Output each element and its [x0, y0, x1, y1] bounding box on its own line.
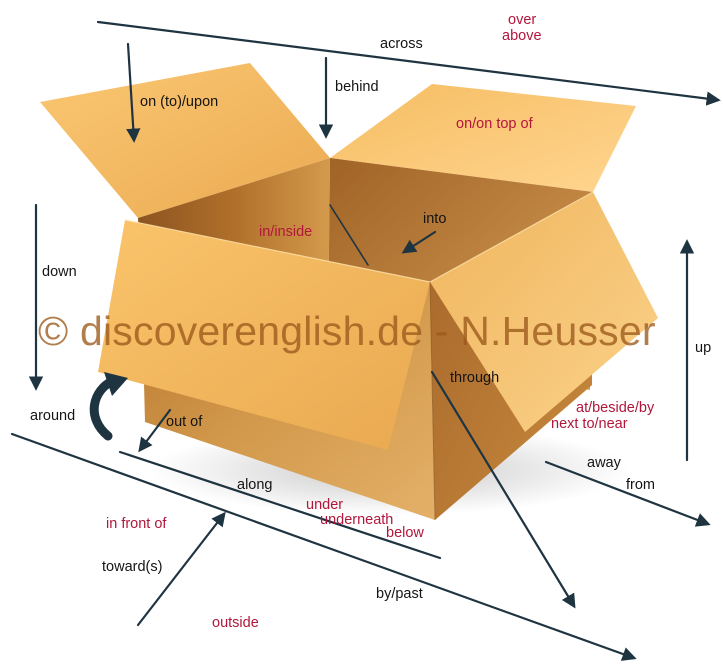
label-around: around	[30, 408, 76, 424]
label-down: down	[42, 264, 77, 280]
label-in-front-of: in front of	[106, 516, 167, 532]
label-by-past: by/past	[376, 586, 423, 602]
around-curved-arrow-icon	[89, 372, 128, 441]
label-out-of: out of	[166, 414, 203, 430]
label-along: along	[237, 477, 273, 493]
back-left-flap	[40, 63, 330, 218]
label-underneath: underneath	[320, 512, 394, 528]
label-from: from	[626, 477, 655, 493]
across-arrow-icon	[96, 20, 721, 106]
label-over: over	[508, 12, 537, 28]
label-at-beside-by: at/beside/by	[576, 400, 655, 416]
label-outside: outside	[212, 615, 259, 631]
away-from-arrow-icon	[544, 460, 711, 527]
along-line-icon	[118, 450, 442, 560]
on-upon-arrow-icon	[126, 42, 141, 143]
front-left-flap	[98, 220, 430, 450]
label-through: through	[450, 370, 500, 386]
watermark: © discoverenglish.de - N.Heusser	[38, 308, 656, 354]
label-into: into	[423, 211, 447, 227]
label-up: up	[695, 340, 712, 356]
label-away: away	[587, 455, 621, 471]
label-towards: toward(s)	[102, 559, 163, 575]
label-below: below	[386, 525, 424, 541]
label-in-inside: in/inside	[259, 224, 313, 240]
towards-arrow-icon	[136, 511, 226, 627]
label-on-on-top-of: on/on top of	[456, 116, 533, 132]
back-right-flap	[330, 84, 636, 192]
label-above: above	[502, 28, 542, 44]
into-arrow-icon	[401, 230, 437, 254]
label-under: under	[306, 497, 344, 513]
cardboard-box	[40, 63, 658, 521]
through-arrow-icon	[430, 370, 576, 609]
label-behind: behind	[335, 79, 379, 95]
label-across: across	[380, 36, 423, 52]
front-right-flap	[430, 192, 658, 432]
out-of-arrow-icon	[138, 408, 172, 453]
label-next-to-near: next to/near	[551, 416, 628, 432]
in-inside-line-icon	[329, 204, 369, 266]
by-past-arrow-icon	[10, 432, 637, 661]
label-on-to-upon: on (to)/upon	[140, 94, 219, 110]
